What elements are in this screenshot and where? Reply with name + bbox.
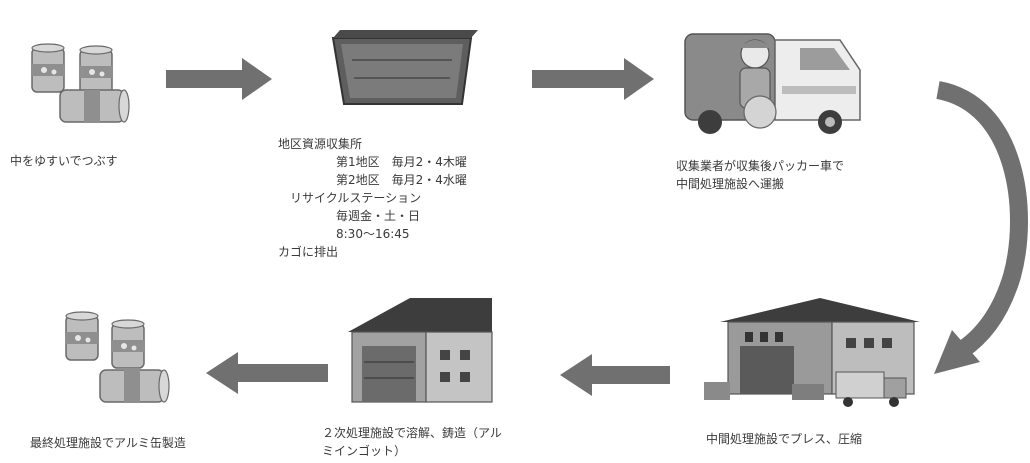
collection-info: 地区資源収集所 第1地区 毎月2・4木曜 第2地区 毎月2・4水曜 リサイクルス… xyxy=(278,135,467,261)
district-2-schedule: 第2地区 毎月2・4水曜 xyxy=(336,173,467,187)
smelt-line-1: ２次処理施設で溶解、鋳造（アル xyxy=(322,426,502,440)
arrow-left-1 xyxy=(560,354,670,396)
final-label: 最終処理施設でアルミ缶製造 xyxy=(30,436,186,450)
arrow-left-2 xyxy=(206,352,328,394)
arrow-right-2 xyxy=(532,58,654,100)
arrow-curved-down xyxy=(934,81,1028,374)
transport-line-1: 収集業者が収集後パッカー車で xyxy=(676,159,845,173)
crush-label: 中をゆすいでつぶす xyxy=(10,154,118,168)
station-hours: 8:30〜16:45 xyxy=(336,227,410,241)
press-label: 中間処理施設でプレス、圧縮 xyxy=(706,432,863,446)
garbage-truck-icon xyxy=(684,33,861,134)
arrow-right-1 xyxy=(166,58,272,100)
smelt-label: ２次処理施設で溶解、鋳造（アル ミインゴット） xyxy=(322,424,502,460)
smelting-facility-icon xyxy=(348,298,493,403)
station-days: 毎週金・土・日 xyxy=(336,209,421,223)
smelt-line-2: ミインゴット） xyxy=(322,444,407,458)
station-title: リサイクルステーション xyxy=(290,191,422,205)
transport-line-2: 中間処理施設へ運搬 xyxy=(676,177,785,191)
transport-label: 収集業者が収集後パッカー車で 中間処理施設へ運搬 xyxy=(676,157,844,193)
cans-icon xyxy=(31,43,130,123)
basket-note: カゴに排出 xyxy=(278,245,339,259)
district-1-schedule: 第1地区 毎月2・4木曜 xyxy=(336,155,467,169)
processing-facility-icon xyxy=(704,298,920,407)
cans-icon xyxy=(65,311,170,403)
basket-icon xyxy=(331,30,478,105)
collection-title: 地区資源収集所 xyxy=(278,137,363,151)
